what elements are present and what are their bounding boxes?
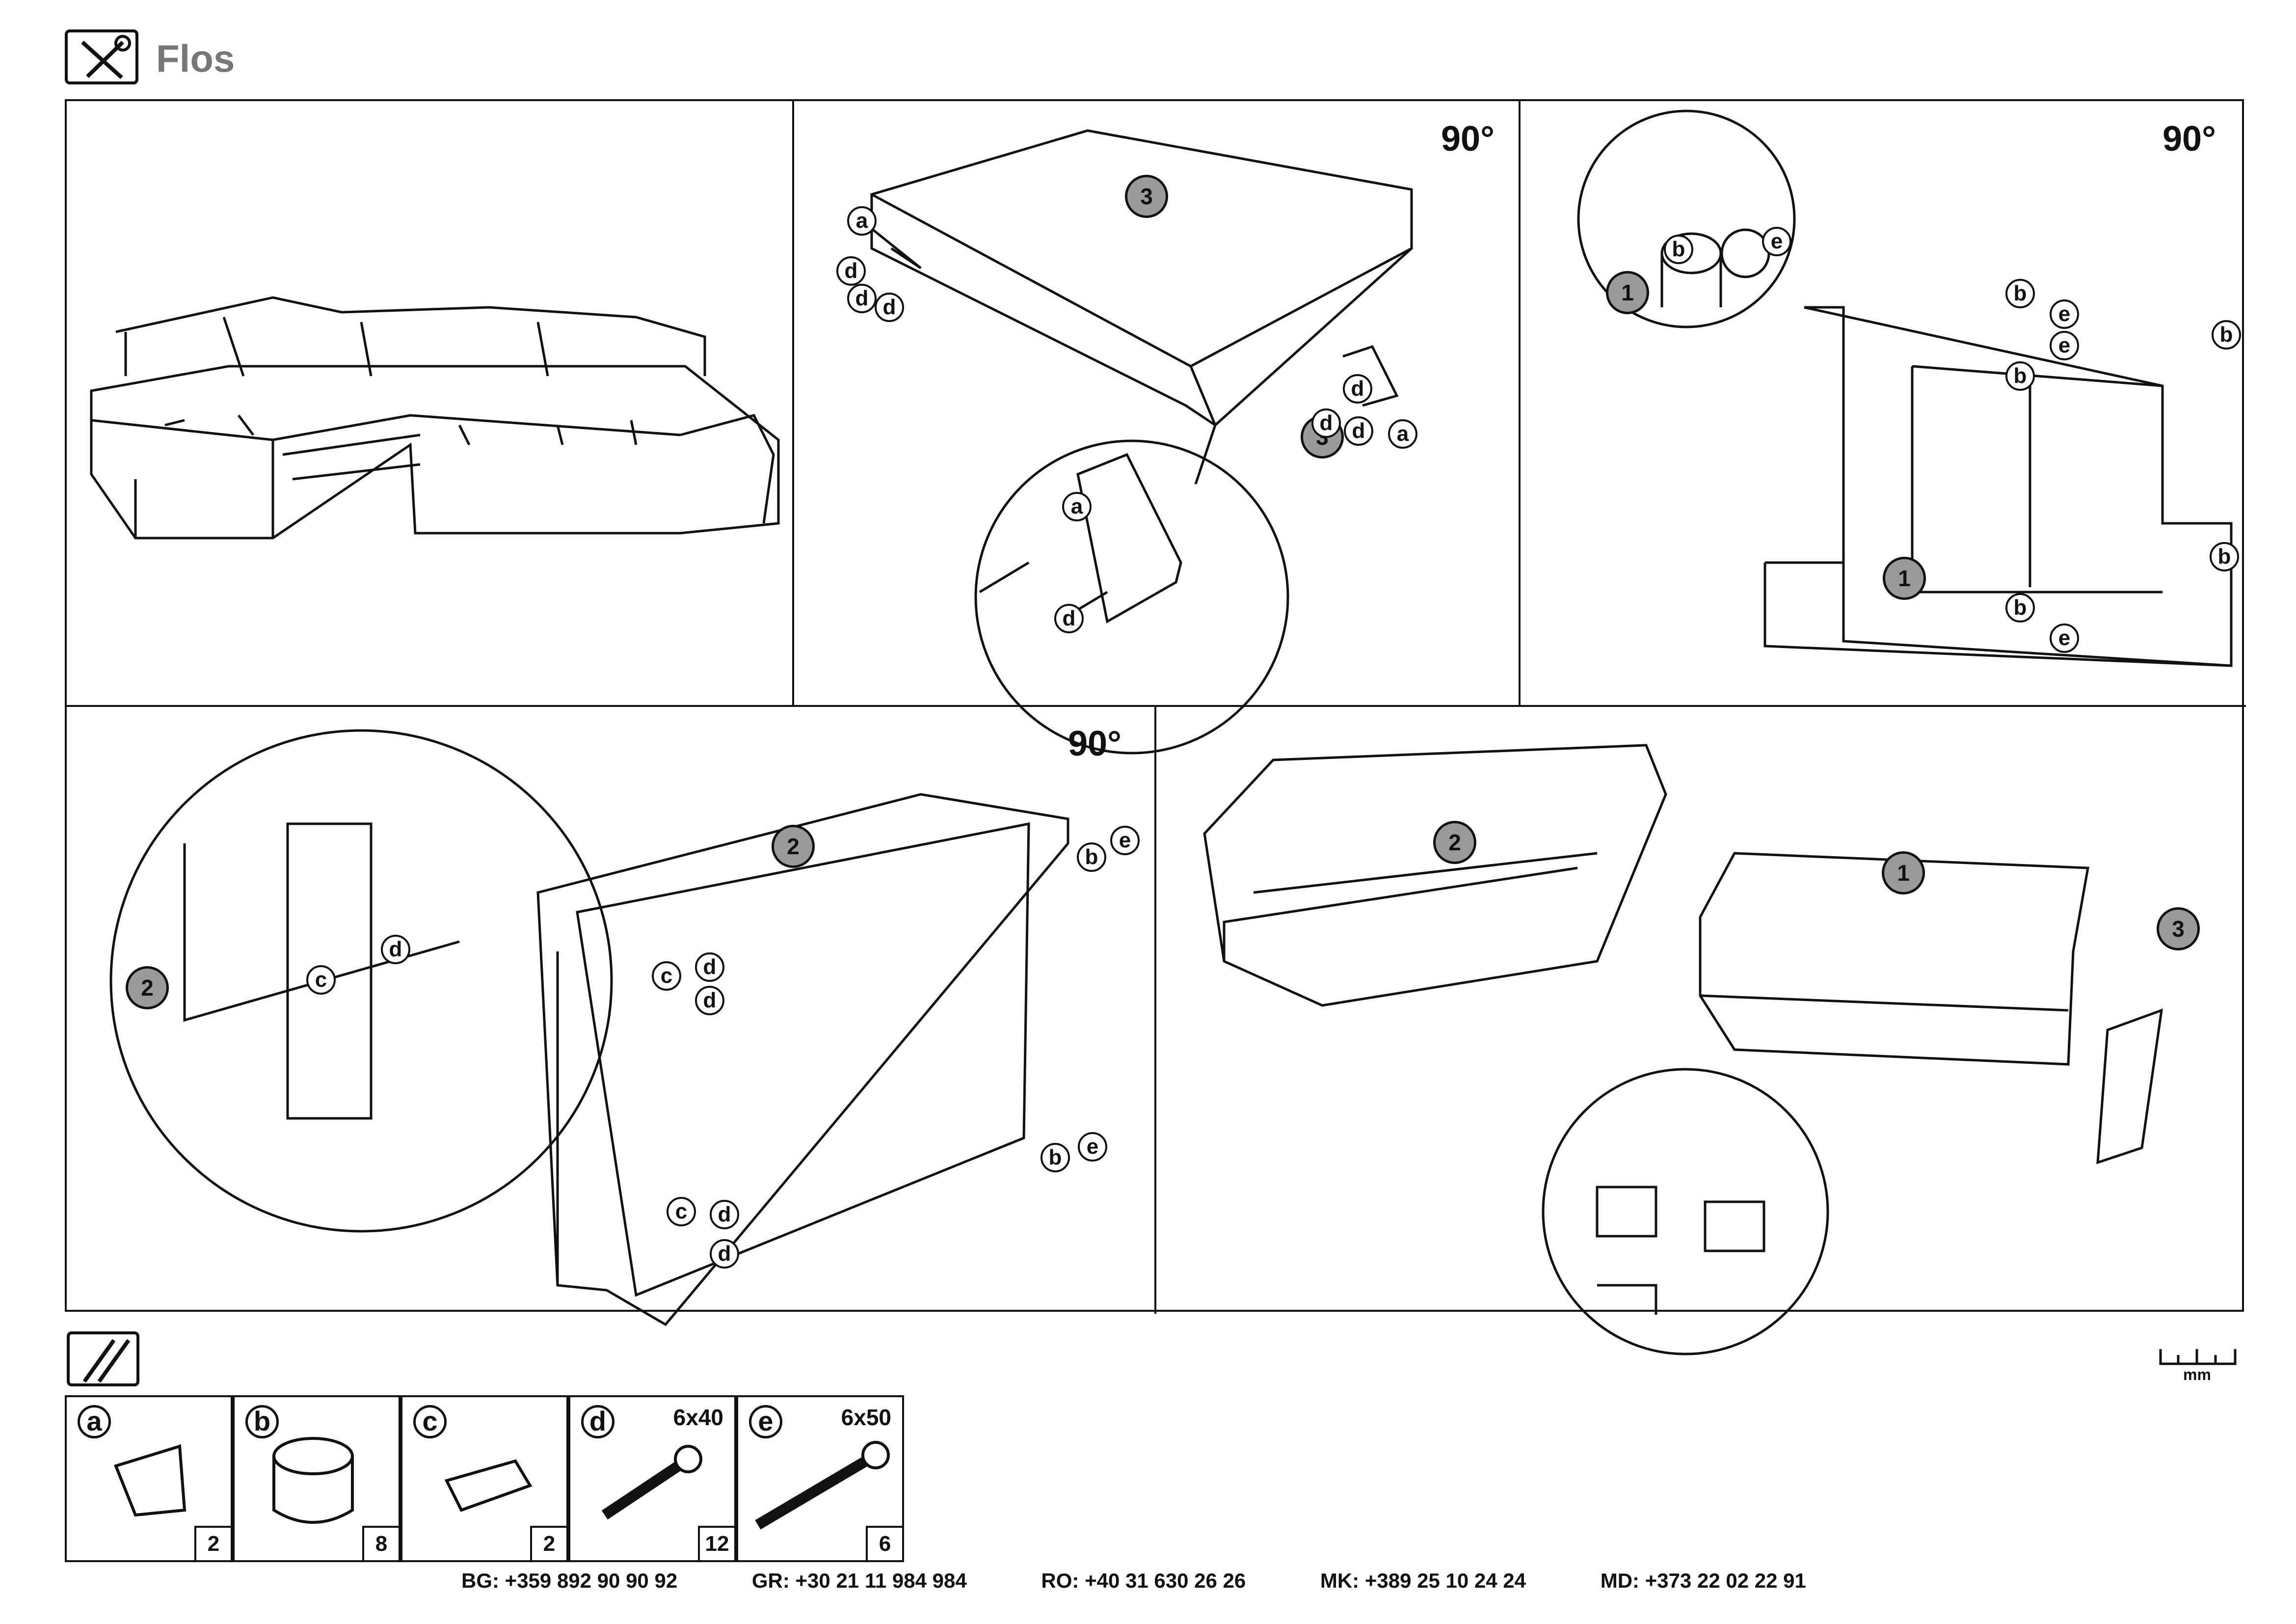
callout-d: d (381, 935, 410, 964)
callout-d: d (1054, 604, 1084, 633)
part-e: e 6x50 6 (736, 1395, 904, 1562)
part-quantity: 2 (194, 1526, 233, 1562)
part-letter: a (78, 1405, 111, 1438)
rotate-90-label: 90° (2163, 119, 2216, 159)
part-a: a 2 (65, 1395, 233, 1562)
section-number-3: 3 (1125, 175, 1168, 218)
rotate-90-label: 90° (1068, 724, 1121, 763)
callout-c: c (306, 965, 336, 995)
callout-b: b (2212, 320, 2241, 350)
callout-d: d (710, 1239, 739, 1269)
section-number-3: 3 (2157, 907, 2200, 950)
part-quantity: 8 (362, 1526, 400, 1562)
tools-icon (65, 29, 138, 84)
callout-d: d (1343, 374, 1372, 404)
callout-b: b (2210, 542, 2239, 571)
section-number-2: 2 (1433, 821, 1476, 864)
section-number-1: 1 (1883, 557, 1926, 600)
callout-d: d (695, 986, 724, 1015)
callout-a: a (1388, 419, 1417, 449)
part-size: 6x50 (841, 1405, 891, 1430)
callout-a: a (847, 206, 877, 236)
rotate-90-label: 90° (1441, 119, 1495, 159)
callout-e: e (2050, 299, 2079, 329)
section-number-1: 1 (1882, 851, 1925, 894)
callout-b: b (2005, 361, 2035, 391)
join-sections-drawing (1203, 744, 2163, 1355)
callout-e: e (1762, 227, 1791, 256)
section-number-1: 1 (1606, 271, 1649, 314)
panel-step-join: 2 1 3 (1155, 706, 2246, 1355)
screws-icon (67, 1331, 139, 1386)
part-letter: d (581, 1405, 614, 1438)
phone-ro: RO: +40 31 630 26 26 (1041, 1569, 1246, 1592)
panel-step-feet: 90° 1 1 b e b e e b b e b e b (1520, 101, 2246, 706)
callout-d: d (710, 1200, 739, 1229)
callout-d: d (1344, 416, 1373, 446)
callout-e: e (2050, 623, 2079, 653)
callout-e: e (2050, 331, 2079, 360)
part-d: d 6x40 12 (568, 1395, 736, 1562)
corner-bracket-icon (114, 1444, 187, 1517)
parts-table: a 2 b 8 c 2 d 6x40 12 e 6x50 6 (65, 1395, 904, 1562)
part-letter: b (245, 1405, 279, 1438)
part-quantity: 12 (698, 1526, 736, 1562)
callout-e: e (1078, 1132, 1107, 1162)
section-number-2: 2 (772, 825, 815, 868)
panel-step-brackets: 90° 3 3 a d d d d d d a a d (793, 101, 1520, 755)
assembly-frame: 90° 3 3 a d d d d d d a a d 90° (65, 99, 2246, 1355)
ruler-glyph (2159, 1349, 2237, 1365)
contact-phones: BG: +359 892 90 90 92 GR: +30 21 11 984 … (461, 1569, 1875, 1593)
feet-drawing (1577, 109, 2233, 667)
section-number-2: 2 (126, 966, 169, 1009)
part-quantity: 2 (530, 1526, 568, 1562)
callout-d: d (1311, 408, 1341, 438)
part-quantity: 6 (866, 1526, 904, 1562)
callout-c: c (667, 1197, 696, 1226)
panel-step-legs: 90° 2 2 c d c d d b e b e c d d (67, 706, 1155, 1326)
callout-d: d (695, 952, 724, 982)
callout-b: b (2005, 279, 2035, 308)
callout-d: d (836, 256, 866, 286)
phone-md: MD: +373 22 02 22 91 (1600, 1569, 1806, 1592)
callout-b: b (1077, 842, 1106, 872)
sofa-section-drawing (870, 129, 1413, 755)
callout-e: e (1110, 826, 1140, 855)
foot-icon (272, 1437, 354, 1524)
corner-sofa-drawing (90, 296, 780, 540)
screw-short-icon (601, 1445, 702, 1520)
legs-drawing (109, 729, 1069, 1326)
frame-dividers (67, 101, 2246, 1314)
part-size: 6x40 (673, 1405, 723, 1430)
phone-bg: BG: +359 892 90 90 92 (461, 1569, 678, 1592)
callout-d: d (875, 293, 904, 322)
part-b: b 8 (233, 1395, 400, 1562)
phone-mk: MK: +389 25 10 24 24 (1320, 1569, 1526, 1592)
ruler-unit-label: mm (2183, 1366, 2211, 1383)
callout-b: b (1664, 235, 1693, 264)
part-letter: e (749, 1405, 782, 1438)
phone-gr: GR: +30 21 11 984 984 (751, 1569, 967, 1592)
page-title: Flos (156, 37, 235, 80)
callout-b: b (1041, 1143, 1070, 1172)
callout-c: c (652, 961, 681, 991)
screw-long-icon (755, 1441, 890, 1530)
part-letter: c (413, 1405, 447, 1438)
callout-d: d (847, 284, 877, 313)
callout-a: a (1062, 492, 1092, 521)
part-c: c 2 (400, 1395, 568, 1562)
panel-overview (67, 101, 793, 706)
screws-glyph (82, 1339, 131, 1383)
callout-b: b (2005, 593, 2035, 623)
leg-icon (444, 1459, 533, 1512)
ruler-icon: mm (2159, 1347, 2237, 1383)
tools-glyph (81, 35, 131, 79)
